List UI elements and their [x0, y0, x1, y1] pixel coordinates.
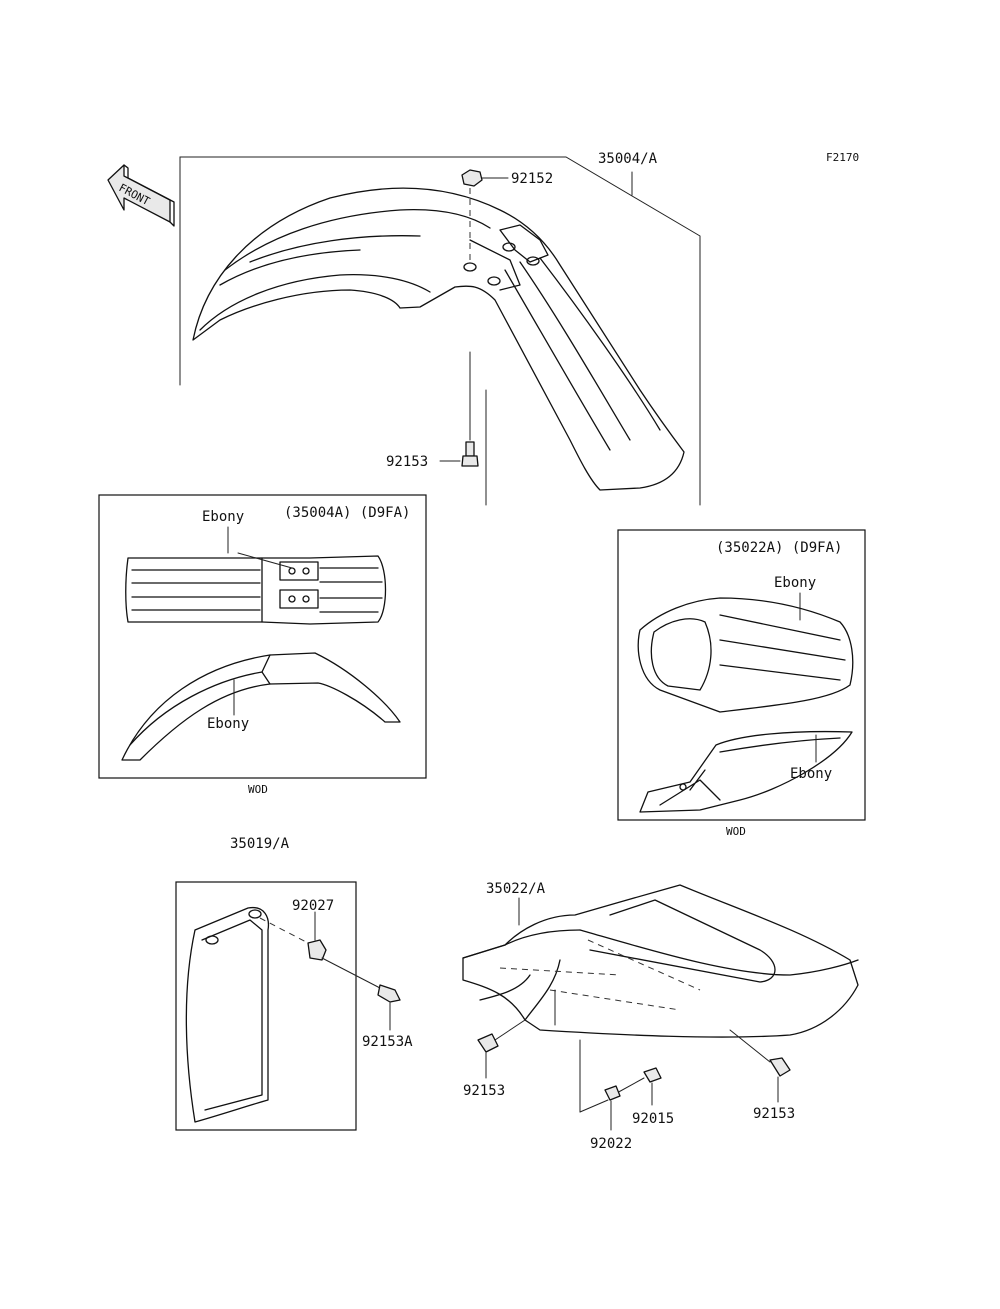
label-92153-rear-right: 92153 [753, 1106, 795, 1122]
bolt-92153-front [439, 351, 479, 467]
label-92022: 92022 [590, 1136, 632, 1152]
collar-92027 [307, 911, 327, 961]
rear-variant-color-top: Ebony [774, 575, 816, 591]
rear-variant-box [617, 529, 866, 821]
rear-variant-color-side: Ebony [790, 766, 832, 782]
front-variant-code: (35004A) (D9FA) [284, 505, 410, 521]
bolt-92153-rear-left [477, 1019, 526, 1079]
rear-fender [462, 884, 859, 1038]
side-cover-part-number: 35019/A [230, 836, 290, 852]
rear-variant-code: (35022A) (D9FA) [716, 540, 842, 556]
figure-code: F2170 [826, 151, 859, 164]
label-92153-front: 92153 [386, 454, 428, 470]
rear-variant-region: WOD [726, 825, 746, 838]
front-variant-color-side: Ebony [207, 716, 249, 732]
side-cover-box [175, 881, 357, 1131]
bolt-92153-rear-right [729, 1029, 791, 1103]
bolt-92153A [321, 957, 401, 1031]
rear-fender-part-number: 35022/A [486, 881, 546, 897]
front-variant-color-top: Ebony [202, 509, 244, 525]
front-fender [192, 187, 685, 491]
label-92152: 92152 [511, 171, 553, 187]
label-92153A: 92153A [362, 1034, 413, 1050]
side-cover [185, 906, 311, 1123]
label-92153-rear-left: 92153 [463, 1083, 505, 1099]
front-direction-arrow: FRONT [107, 164, 175, 227]
front-variant-box [98, 494, 427, 779]
front-variant-region: WOD [248, 783, 268, 796]
label-92015: 92015 [632, 1111, 674, 1127]
front-fender-side-view [121, 652, 401, 761]
label-92027: 92027 [292, 898, 334, 914]
front-fender-part-number: 35004/A [598, 151, 658, 167]
front-fender-top-view [125, 552, 387, 625]
bolt-92152 [461, 169, 509, 262]
rear-fender-side-view [639, 730, 853, 813]
rear-fender-top-view [637, 597, 854, 713]
front-fender-frame [179, 156, 701, 506]
nut-washer-assembly [554, 989, 662, 1131]
